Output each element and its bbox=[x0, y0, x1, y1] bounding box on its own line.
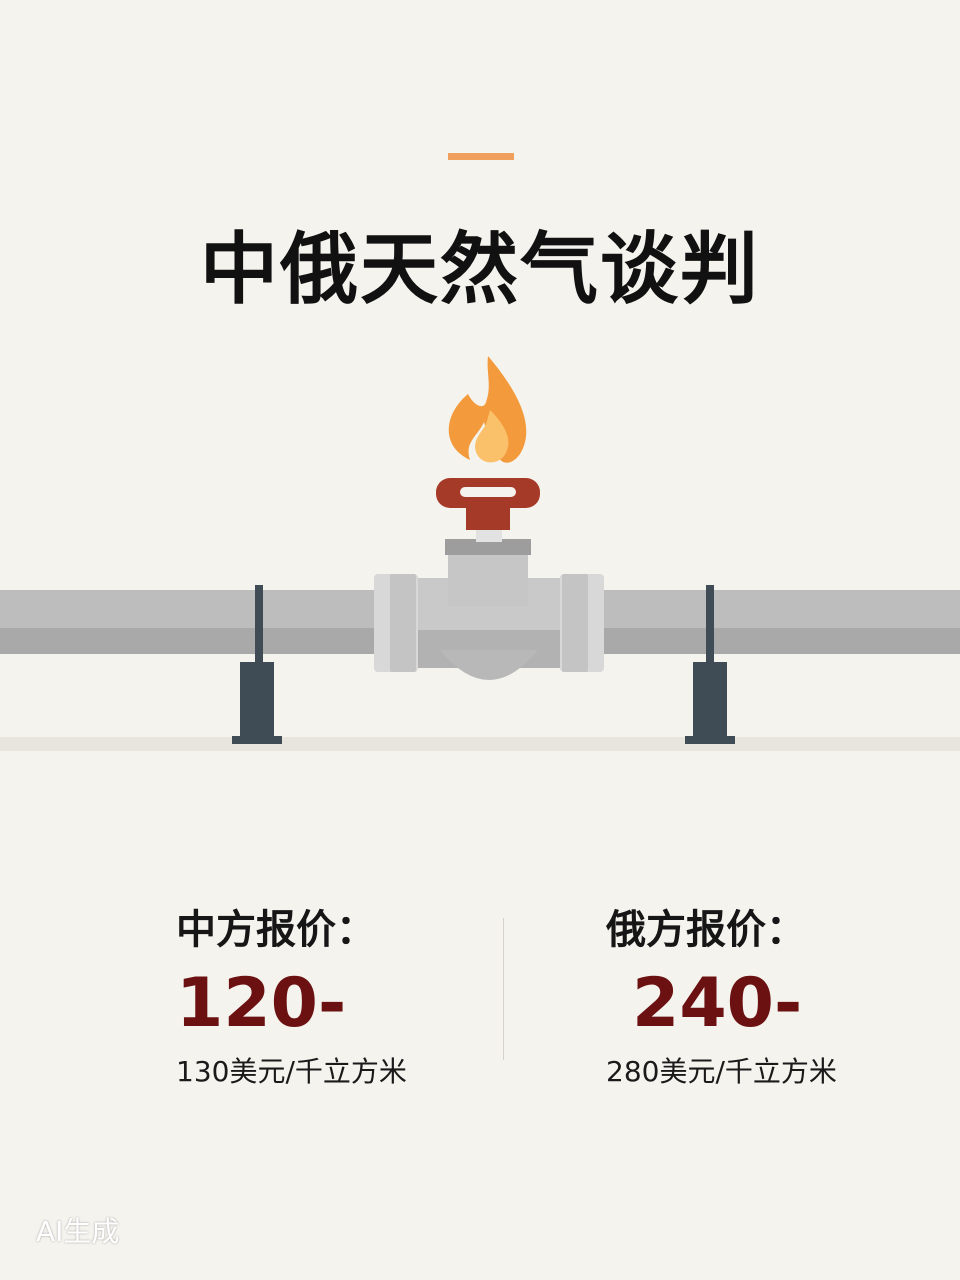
china-offer: 中方报价： 120- 130美元/千立方米 bbox=[176, 900, 407, 1094]
valve-handle-icon bbox=[436, 478, 540, 530]
accent-bar bbox=[448, 153, 514, 160]
china-offer-range: 120- bbox=[176, 964, 347, 1043]
russia-offer: 俄方报价： 240- 280美元/千立方米 bbox=[606, 900, 837, 1094]
pipeline-illustration bbox=[0, 356, 960, 744]
flame-icon bbox=[448, 356, 527, 463]
support-left bbox=[232, 585, 282, 744]
russia-offer-range: 240- bbox=[632, 964, 803, 1043]
china-offer-label: 中方报价： bbox=[176, 907, 376, 953]
china-offer-unit: 130美元/千立方米 bbox=[176, 1055, 407, 1088]
ai-watermark: AI生成 bbox=[36, 1215, 120, 1248]
page-title: 中俄天然气谈判 bbox=[199, 225, 760, 315]
valve-body bbox=[374, 528, 604, 680]
divider bbox=[503, 918, 504, 1060]
russia-offer-unit: 280美元/千立方米 bbox=[606, 1055, 837, 1088]
russia-offer-label: 俄方报价： bbox=[606, 907, 806, 953]
support-right bbox=[685, 585, 735, 744]
